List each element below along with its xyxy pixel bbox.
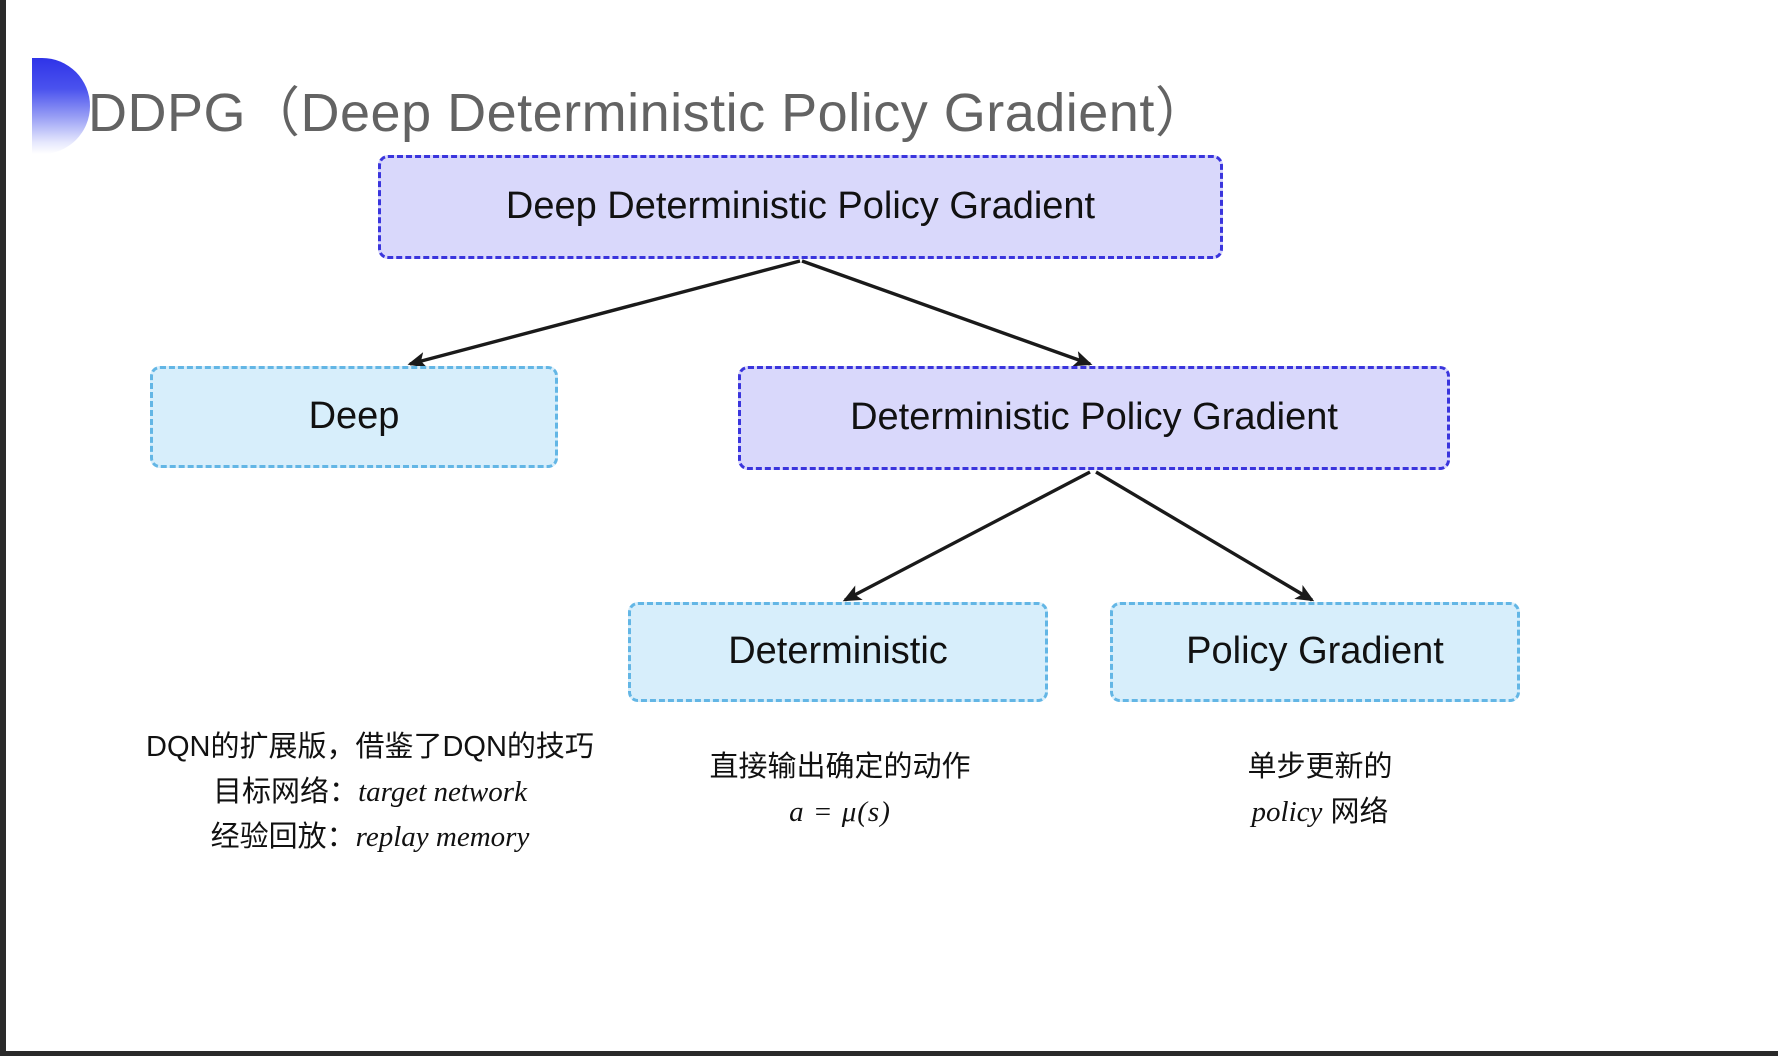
- title-bullet-marker-icon: [32, 58, 90, 154]
- slide-bottom-edge-strip: [0, 1051, 1778, 1056]
- annotation-deep-line2: 目标网络：target network: [110, 770, 630, 815]
- annotation-deterministic: 直接输出确定的动作 a = μ(s): [640, 745, 1040, 835]
- annotation-deterministic-formula: a = μ(s): [789, 795, 891, 828]
- annotation-policy-gradient-line1: 单步更新的: [1247, 751, 1393, 783]
- node-dpg-label: Deterministic Policy Gradient: [850, 396, 1338, 439]
- node-root-label: Deep Deterministic Policy Gradient: [505, 185, 1096, 228]
- node-root[interactable]: Deep Deterministic Policy Gradient: [378, 155, 1223, 259]
- annotation-deep: DQN的扩展版，借鉴了DQN的技巧 目标网络：target network 经验…: [110, 725, 630, 860]
- node-policy-gradient[interactable]: Policy Gradient: [1110, 602, 1520, 702]
- annotation-policy-gradient: 单步更新的 policy 网络: [1120, 745, 1520, 835]
- edge-dpg-to-policy-gradient: [1095, 470, 1315, 602]
- annotation-policy-gradient-line2: policy 网络: [1120, 790, 1520, 835]
- annotation-deep-line2-label: 目标网络：: [213, 775, 359, 808]
- node-deep[interactable]: Deep: [150, 366, 558, 468]
- node-deep-label: Deep: [308, 395, 400, 438]
- annotation-deep-line3-term: replay memory: [355, 820, 530, 853]
- node-deterministic-policy-gradient[interactable]: Deterministic Policy Gradient: [738, 366, 1450, 470]
- node-policy-gradient-label: Policy Gradient: [1186, 630, 1444, 673]
- annotation-policy-gradient-term: policy: [1251, 795, 1323, 828]
- edge-root-to-deep: [407, 259, 801, 368]
- annotation-policy-gradient-suffix: 网络: [1322, 795, 1389, 828]
- annotation-deep-line3-label: 经验回放：: [210, 820, 356, 853]
- node-deterministic-label: Deterministic: [728, 630, 948, 673]
- annotation-deep-line1: DQN的扩展版，借鉴了DQN的技巧: [146, 731, 594, 763]
- annotation-deep-line2-term: target network: [358, 775, 527, 808]
- page-title: DDPG（Deep Deterministic Policy Gradient）: [88, 83, 1210, 143]
- annotation-deep-line3: 经验回放：replay memory: [110, 815, 630, 860]
- edge-dpg-to-deterministic: [842, 470, 1091, 602]
- node-deterministic[interactable]: Deterministic: [628, 602, 1048, 702]
- edge-root-to-dpg: [801, 259, 1093, 367]
- annotation-deterministic-line1: 直接输出确定的动作: [709, 751, 971, 783]
- slide-left-edge-strip: [0, 0, 6, 1056]
